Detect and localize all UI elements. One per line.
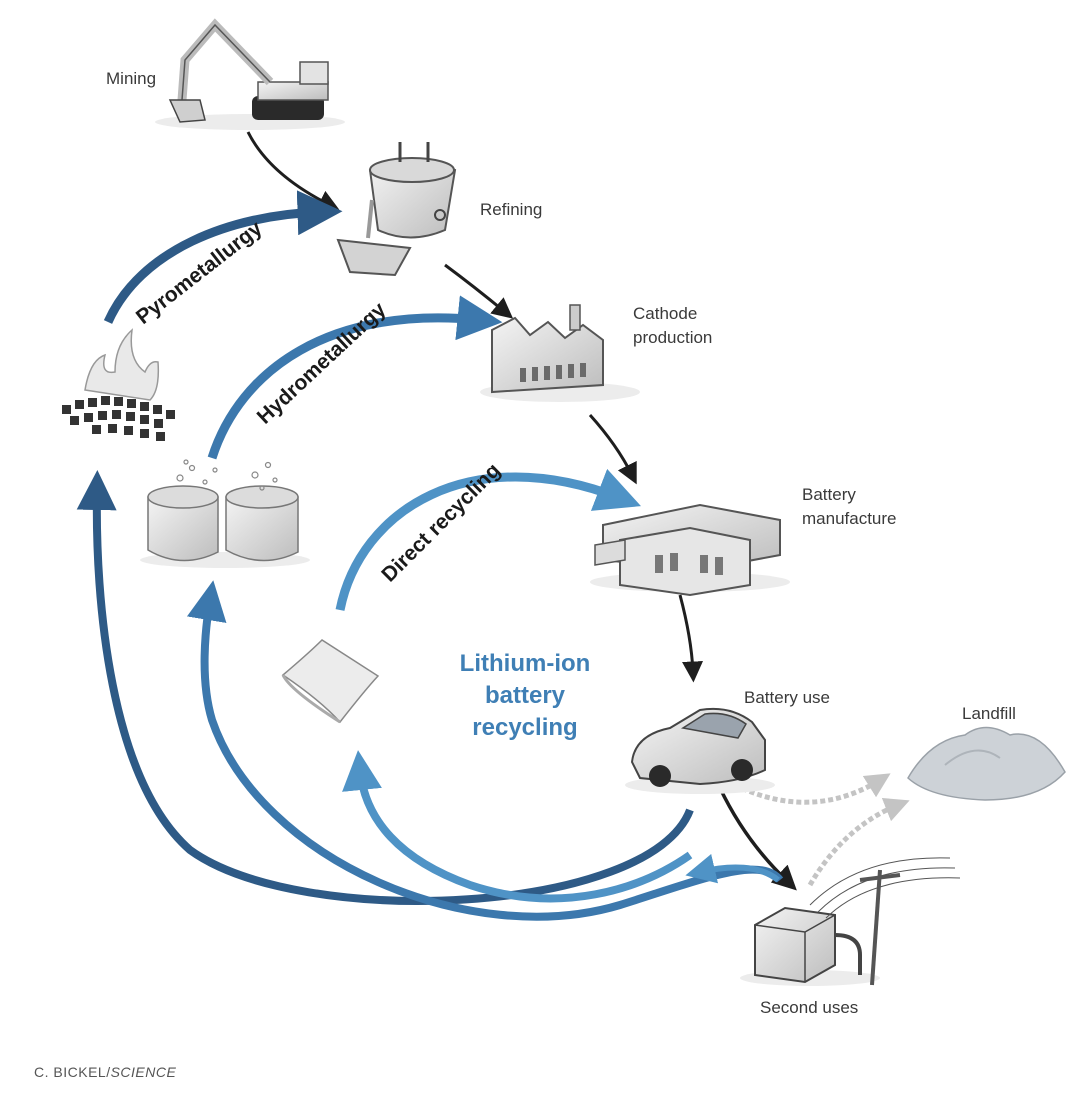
arrow-hydrometallurgy	[207, 295, 503, 460]
arrow-pyro-return	[76, 470, 694, 905]
battery-use-label: Battery use	[744, 688, 830, 707]
car-icon	[625, 707, 775, 794]
landfill-icon	[907, 726, 1066, 801]
second-uses-label: Second uses	[760, 998, 859, 1017]
ladle-icon	[336, 142, 457, 277]
manufacture-label-line1: Battery	[802, 485, 856, 504]
credit-line: C. BICKEL/SCIENCE	[34, 1064, 176, 1080]
credit-publication: SCIENCE	[110, 1064, 177, 1080]
center-title-line2: battery	[484, 682, 566, 709]
arrow-use-to-landfill	[733, 773, 891, 805]
fire-icon	[62, 328, 175, 441]
transformer-icon	[740, 857, 961, 986]
arrow-direct-return	[342, 750, 693, 903]
center-title-line3: recycling	[472, 714, 578, 741]
cathode-production-label: Cathode production	[633, 302, 712, 350]
arrow-refining-to-cathode	[444, 263, 514, 319]
arrow-pyrometallurgy	[103, 190, 343, 324]
foil-sheet-icon	[281, 639, 380, 724]
arrow-use-to-second-uses	[718, 787, 797, 891]
center-title: Lithium-ion battery recycling	[440, 648, 610, 744]
battery-plant-icon	[590, 503, 790, 597]
factory-icon	[480, 304, 640, 402]
mining-label: Mining	[106, 69, 157, 88]
cathode-label-line2: production	[633, 328, 713, 347]
arrow-cathode-to-manufacture	[588, 413, 637, 485]
arrow-direct-return-short	[685, 853, 780, 884]
battery-manufacture-label: Battery manufacture	[802, 483, 897, 531]
arrow-mining-to-refining	[246, 131, 340, 210]
arrow-second-uses-to-landfill	[807, 797, 910, 887]
cathode-label-line1: Cathode	[633, 304, 698, 323]
credit-author: C. BICKEL/	[34, 1064, 111, 1080]
direct-recycling-label: Direct recycling	[377, 459, 505, 587]
center-title-line1: Lithium-ion	[459, 650, 591, 677]
manufacture-label-line2: manufacture	[802, 509, 897, 528]
tanks-icon	[140, 459, 310, 568]
refining-label: Refining	[480, 200, 543, 219]
landfill-label: Landfill	[962, 704, 1016, 723]
arrow-direct-recycling	[335, 468, 641, 611]
arrow-manufacture-to-use	[678, 594, 704, 683]
excavator-icon	[155, 18, 345, 130]
